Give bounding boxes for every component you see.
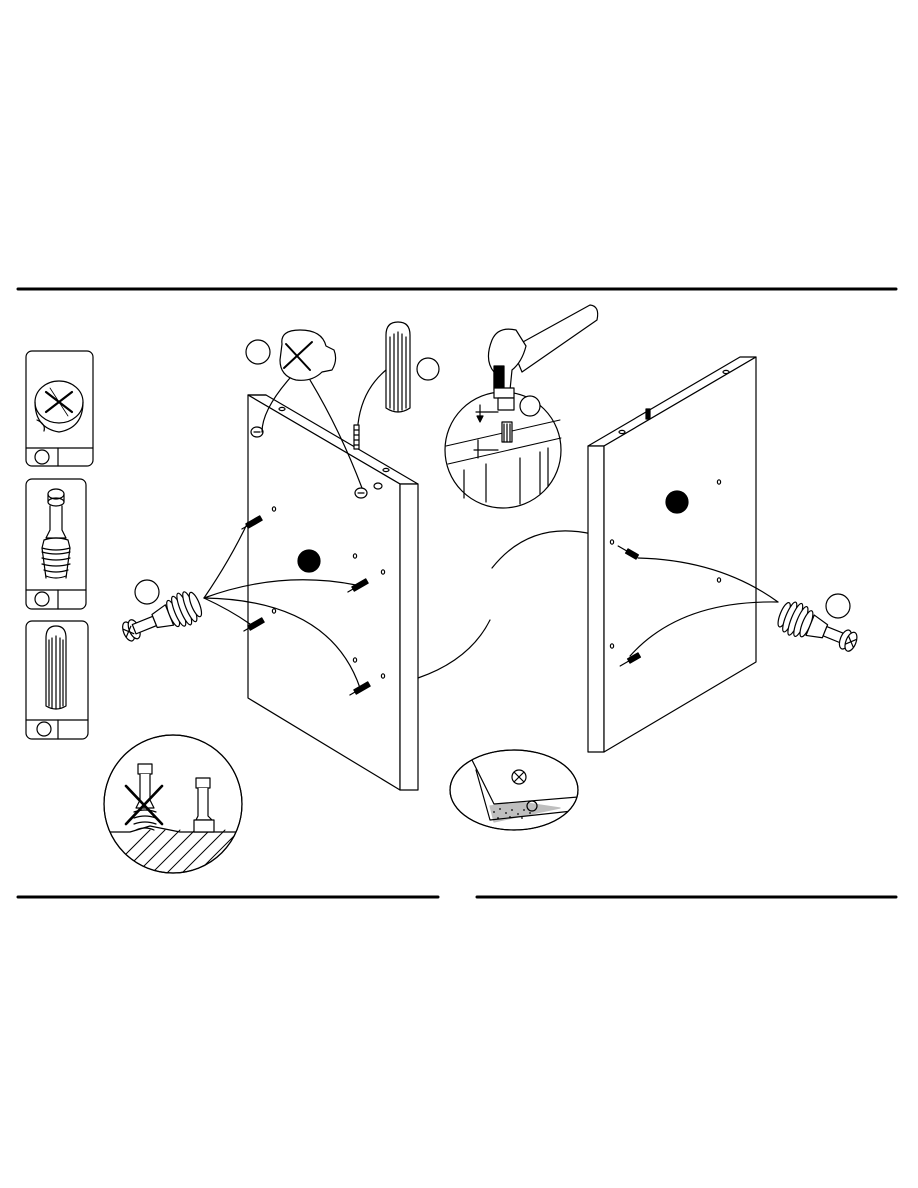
part-number-circle <box>35 592 49 606</box>
panel-marker-dot <box>298 550 320 572</box>
connector-arc <box>418 620 490 678</box>
correct-incorrect-bolt-depth <box>100 735 270 880</box>
hammer-dowel-detail <box>445 305 598 508</box>
part-reference-circle <box>826 594 850 618</box>
panel-marker-dot <box>666 491 688 513</box>
parts-card-dowel <box>26 621 88 739</box>
cam-lock-icon <box>35 381 83 432</box>
part-reference-circle <box>417 358 439 380</box>
cam-lock-orientation-detail <box>450 750 600 830</box>
parts-card-cam-bolt <box>26 479 86 609</box>
connector-arc <box>492 531 592 568</box>
dowel-installed <box>354 425 359 449</box>
part-number-circle <box>35 450 49 464</box>
part-reference-circle <box>246 340 270 364</box>
dowel-icon <box>46 626 66 709</box>
parts-card-cam-lock <box>26 351 93 466</box>
cam-bolt-icon <box>42 489 70 578</box>
left-side-panel <box>248 395 418 790</box>
part-reference-circle <box>135 580 159 604</box>
hammer-icon <box>488 305 597 410</box>
part-reference-circle <box>520 396 540 416</box>
right-side-panel <box>588 357 756 752</box>
dowel-callout <box>358 322 439 424</box>
part-number-circle <box>37 722 51 736</box>
